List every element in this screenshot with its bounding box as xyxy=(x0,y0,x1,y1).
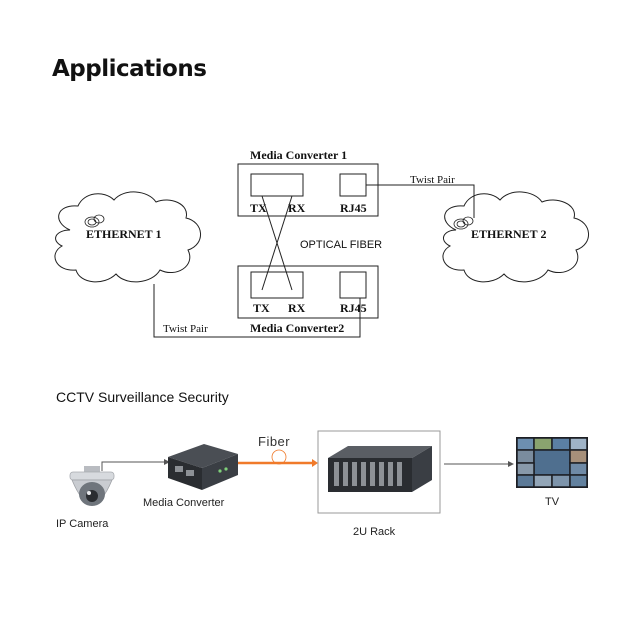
converter1-label: Media Converter 1 xyxy=(250,148,347,162)
converter2-rj45-label: RJ45 xyxy=(340,301,367,315)
rack-device: 2U Rack xyxy=(328,446,432,538)
camera-link-arrowhead xyxy=(164,459,170,465)
twist-pair-top-label: Twist Pair xyxy=(410,174,455,186)
rj45-port-1 xyxy=(339,173,367,197)
ip-camera-label: IP Camera xyxy=(56,518,109,530)
fiber-port-1 xyxy=(250,173,304,197)
tv-video-wall: TV xyxy=(516,437,588,508)
rack-tv-arrowhead xyxy=(508,461,514,467)
ethernet1-label: ETHERNET 1 xyxy=(86,227,161,241)
media-converter-2: TX RX RJ45 Media Converter2 xyxy=(237,265,379,335)
tv-label: TV xyxy=(545,496,560,508)
converter1-tx-label: TX xyxy=(250,201,267,215)
converter2-rx-label: RX xyxy=(288,301,306,315)
media-converter-1: Media Converter 1 TX RX RJ45 xyxy=(237,148,379,217)
rj45-port-2 xyxy=(339,271,367,299)
ethernet2-label: ETHERNET 2 xyxy=(471,227,546,241)
media-converter-label: Media Converter xyxy=(143,497,225,509)
fiber-port-2 xyxy=(250,271,304,299)
twist-pair-bottom-label: Twist Pair xyxy=(163,323,208,335)
media-converter-device: Media Converter xyxy=(143,444,238,509)
converter1-rj45-label: RJ45 xyxy=(340,201,367,215)
rack-label: 2U Rack xyxy=(353,526,396,538)
optical-fiber-label: OPTICAL FIBER xyxy=(300,239,382,251)
fiber-label: Fiber xyxy=(258,434,290,449)
twist-pair-top: Twist Pair xyxy=(366,174,475,218)
cctv-diagram: IP Camera Media Converter Fiber xyxy=(56,430,588,538)
converter2-tx-label: TX xyxy=(253,301,270,315)
camera-link-line xyxy=(101,461,164,471)
page-title: Applications xyxy=(52,56,207,82)
optical-fiber-lines xyxy=(261,195,293,291)
network-diagram: ETHERNET 1 ETHERNET 2 Media Converter 1 … xyxy=(54,148,589,338)
twist-pair-bottom: Twist Pair xyxy=(153,284,361,338)
ip-camera: IP Camera xyxy=(56,466,115,530)
fiber-link: Fiber xyxy=(238,434,318,467)
converter2-label: Media Converter2 xyxy=(250,321,344,335)
ethernet1-cloud: ETHERNET 1 xyxy=(54,191,201,283)
cctv-section-title: CCTV Surveillance Security xyxy=(56,389,229,405)
ethernet2-cloud: ETHERNET 2 xyxy=(442,191,589,283)
converter1-rx-label: RX xyxy=(288,201,306,215)
